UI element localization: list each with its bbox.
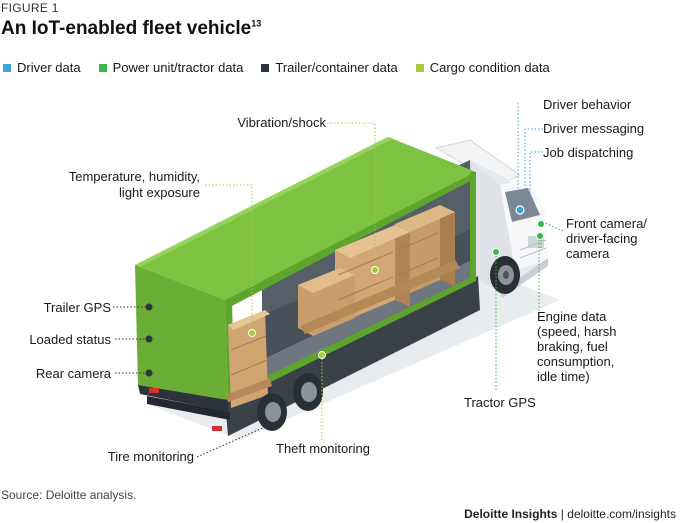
label-trailer-gps: Trailer GPS: [44, 300, 112, 315]
legend-swatch: [415, 63, 424, 72]
label-front-camera: Front camera/: [566, 216, 647, 231]
legend-swatch: [261, 63, 270, 72]
dot-trailer-gps: [145, 303, 153, 311]
callout-labels: Driver behavior Driver messaging Job dis…: [29, 97, 647, 464]
label-tire-monitoring: Tire monitoring: [108, 449, 194, 464]
label-engine-data-5: idle time): [537, 369, 590, 384]
label-engine-data: Engine data: [537, 309, 607, 324]
dot-loaded-status: [145, 335, 153, 343]
legend-item-driver: Driver data: [3, 60, 81, 75]
legend: Driver data Power unit/tractor data Trai…: [3, 60, 568, 75]
legend-item-tractor: Power unit/tractor data: [98, 60, 244, 75]
credit-separator: |: [557, 507, 568, 521]
dot-vibration: [371, 266, 379, 274]
dot-temperature: [248, 329, 256, 337]
label-driver-messaging: Driver messaging: [543, 121, 644, 136]
credit-brand: Deloitte Insights: [464, 507, 558, 521]
legend-item-cargo: Cargo condition data: [415, 60, 550, 75]
label-job-dispatching: Job dispatching: [543, 145, 633, 160]
dot-theft: [318, 351, 326, 359]
title-footnote: 13: [251, 18, 262, 29]
label-driver-behavior: Driver behavior: [543, 97, 632, 112]
credit-line: Deloitte Insights | deloitte.com/insight…: [464, 507, 676, 521]
label-engine-data-2: (speed, harsh: [537, 324, 617, 339]
label-front-camera-cont: driver-facing: [566, 231, 638, 246]
label-temperature: Temperature, humidity,: [69, 169, 200, 184]
legend-label: Cargo condition data: [429, 60, 550, 75]
title-text: An IoT-enabled fleet vehicle: [1, 18, 252, 39]
cargo: [226, 205, 460, 408]
label-vibration-shock: Vibration/shock: [237, 115, 326, 130]
source-note: Source: Deloitte analysis.: [1, 488, 137, 502]
legend-swatch: [3, 63, 11, 72]
tractor-wheel: [490, 256, 520, 294]
legend-swatch: [98, 63, 107, 72]
figure-label: FIGURE 1: [1, 1, 59, 15]
legend-label: Power unit/tractor data: [112, 60, 244, 75]
legend-label: Driver data: [17, 60, 81, 75]
legend-label: Trailer/container data: [275, 60, 398, 75]
label-engine-data-3: braking, fuel: [537, 339, 608, 354]
label-loaded-status: Loaded status: [29, 332, 111, 347]
label-theft-monitoring: Theft monitoring: [276, 441, 370, 456]
tractor-cab: [434, 139, 548, 298]
dot-tractor-gps: [492, 248, 500, 256]
figure-title: An IoT-enabled fleet vehicle13: [1, 18, 261, 40]
leader-lines: [113, 103, 564, 458]
legend-item-trailer: Trailer/container data: [261, 60, 398, 75]
dot-rear-camera: [145, 369, 153, 377]
label-temperature-cont: light exposure: [119, 185, 200, 200]
label-engine-data-4: consumption,: [537, 354, 614, 369]
trailer-wheels: [257, 373, 323, 431]
label-rear-camera: Rear camera: [36, 366, 112, 381]
dot-engine: [536, 232, 544, 240]
label-front-camera-cont2: camera: [566, 246, 610, 261]
dot-driver: [515, 205, 525, 215]
sensor-dots: [145, 205, 545, 377]
label-tractor-gps: Tractor GPS: [464, 395, 536, 410]
credit-url: deloitte.com/insights: [567, 507, 676, 521]
dot-front-camera: [537, 220, 545, 228]
